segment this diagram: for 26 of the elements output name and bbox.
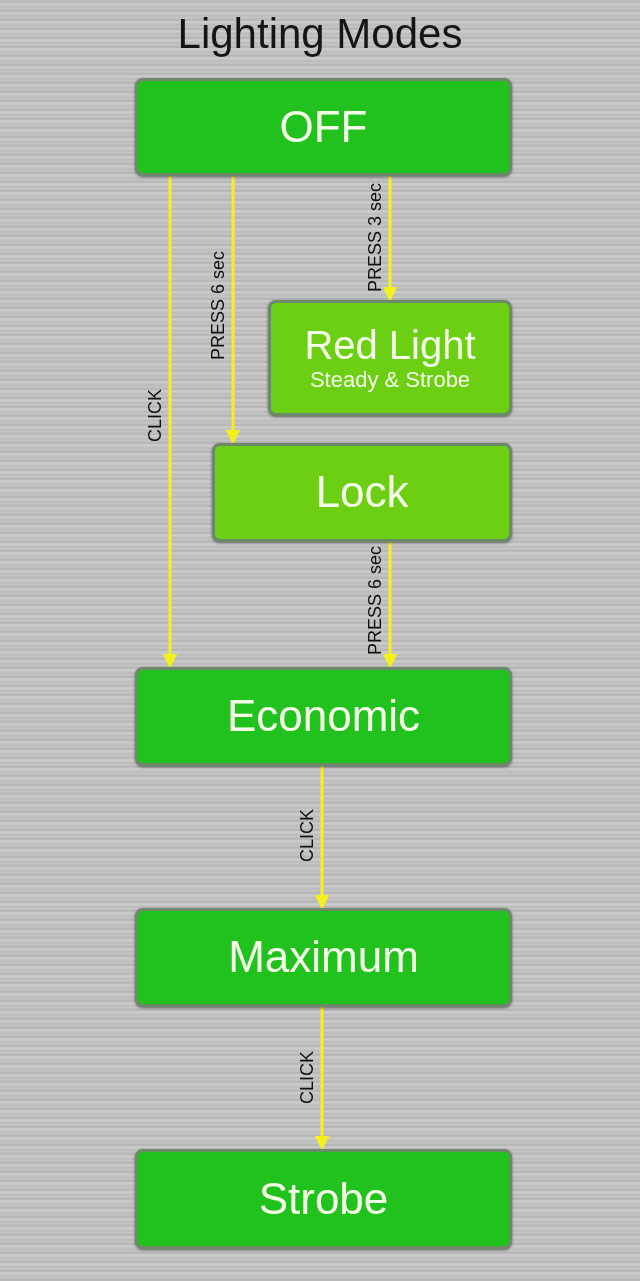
mode-box	[212, 443, 512, 542]
mode-name: Strobe	[258, 1174, 389, 1224]
mode-name: Red Light	[304, 322, 476, 367]
mode-box	[135, 908, 512, 1007]
edge-label: CLICK	[297, 1050, 318, 1104]
mode-box	[268, 300, 512, 416]
arrow	[162, 176, 178, 669]
edge-label: CLICK	[145, 388, 166, 442]
mode-box	[135, 667, 512, 766]
arrow	[314, 766, 330, 910]
edge-label: PRESS 6 sec	[208, 250, 229, 360]
mode-box	[135, 1149, 512, 1249]
mode-name: OFF	[279, 102, 368, 152]
diagram-title: Lighting Modes	[176, 10, 464, 58]
mode-name: Maximum	[228, 933, 419, 982]
edge-label: PRESS 3 sec	[365, 182, 386, 292]
mode-box	[135, 78, 512, 176]
edge-label: PRESS 6 sec	[365, 545, 386, 655]
mode-name: Lock	[315, 468, 409, 517]
arrow	[382, 176, 398, 302]
mode-subtitle: Steady & Strobe	[309, 366, 471, 394]
mode-name: Economic	[226, 692, 421, 741]
arrow	[314, 1007, 330, 1151]
edge-label: CLICK	[297, 808, 318, 862]
arrow	[225, 176, 241, 445]
arrow	[382, 542, 398, 669]
